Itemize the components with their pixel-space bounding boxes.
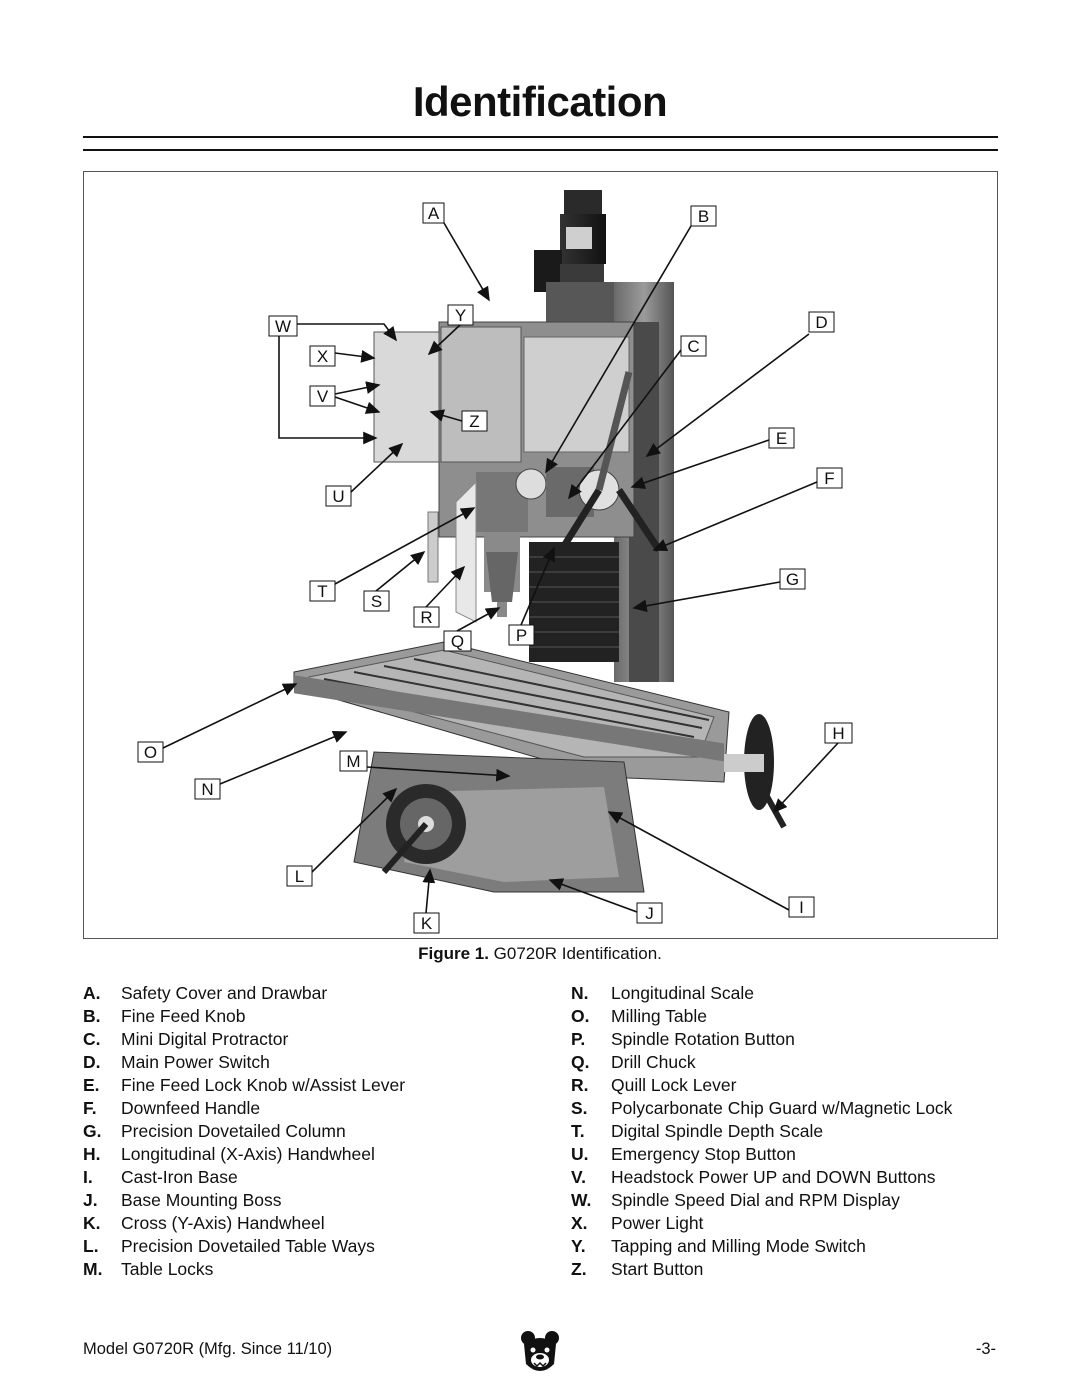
legend-item: B.Fine Feed Knob	[83, 1006, 246, 1026]
legend-item: T.Digital Spindle Depth Scale	[571, 1121, 824, 1141]
legend-item: L.Precision Dovetailed Table Ways	[83, 1236, 375, 1256]
callout-box-w	[268, 315, 298, 337]
callout-box-t	[309, 580, 336, 602]
callout-box-o	[137, 741, 164, 763]
callout-box-y	[447, 304, 474, 326]
legend-item: A.Safety Cover and Drawbar	[83, 983, 328, 1003]
callout-box-v	[309, 385, 336, 407]
legend-item: S.Polycarbonate Chip Guard w/Magnetic Lo…	[571, 1098, 953, 1118]
callout-label-v: V	[317, 387, 329, 406]
figure-box: A B C D E F G H I J	[83, 171, 998, 939]
callout-box-m	[339, 750, 368, 772]
callout-label-h: H	[832, 724, 844, 743]
callout-label-t: T	[317, 582, 327, 601]
callout-label-q: Q	[451, 632, 464, 651]
legend-item: X.Power Light	[571, 1213, 704, 1233]
callout-label-n: N	[201, 780, 213, 799]
callout-label-e: E	[776, 429, 787, 448]
legend-item: C.Mini Digital Protractor	[83, 1029, 289, 1049]
figure-caption: Figure 1. G0720R Identification.	[0, 944, 1080, 964]
callout-label-j: J	[645, 904, 654, 923]
callout-label-u: U	[332, 487, 344, 506]
callout-label-o: O	[144, 743, 157, 762]
callout-label-i: I	[799, 898, 804, 917]
callout-label-a: A	[428, 204, 440, 223]
legend-item: E.Fine Feed Lock Knob w/Assist Lever	[83, 1075, 406, 1095]
legend-item: W.Spindle Speed Dial and RPM Display	[571, 1190, 900, 1210]
title-rule-bottom	[83, 149, 998, 151]
figure-caption-text: G0720R Identification.	[488, 944, 662, 963]
legend-item: F.Downfeed Handle	[83, 1098, 261, 1118]
callout-label-k: K	[421, 914, 433, 933]
footer-model: Model G0720R (Mfg. Since 11/10)	[83, 1340, 333, 1358]
legend-item: O.Milling Table	[571, 1006, 707, 1026]
title-rule-top	[83, 136, 998, 138]
bear-head-logo-icon	[520, 1330, 560, 1381]
callout-box-c	[680, 335, 707, 357]
callout-box-b	[690, 205, 717, 227]
callout-box-g	[779, 568, 806, 590]
legend-item: Q.Drill Chuck	[571, 1052, 696, 1072]
mill-illustration: A B C D E F G H I J	[137, 190, 853, 934]
legend-item: H.Longitudinal (X-Axis) Handwheel	[83, 1144, 375, 1164]
page-number: -3-	[975, 1340, 996, 1358]
callout-box-e	[768, 427, 795, 449]
callout-label-d: D	[815, 313, 827, 332]
figure-caption-prefix: Figure 1.	[418, 944, 489, 963]
callout-box-j	[636, 902, 663, 924]
legend-item: J.Base Mounting Boss	[83, 1190, 282, 1210]
legend-item: K.Cross (Y-Axis) Handwheel	[83, 1213, 325, 1233]
legend-item: M.Table Locks	[83, 1259, 214, 1279]
legend-item: V.Headstock Power UP and DOWN Buttons	[571, 1167, 936, 1187]
callout-label-r: R	[420, 608, 432, 627]
callout-label-s: S	[371, 592, 382, 611]
legend-item: N.Longitudinal Scale	[571, 983, 755, 1003]
legend-right: N.Longitudinal Scale O.Milling Table P.S…	[571, 982, 952, 1281]
callout-label-x: X	[317, 347, 328, 366]
callout-box-d	[808, 311, 835, 333]
callout-label-l: L	[295, 867, 304, 886]
legend-item: Z.Start Button	[571, 1259, 704, 1279]
callout-label-w: W	[275, 317, 291, 336]
callout-label-p: P	[516, 626, 527, 645]
callout-box-a	[422, 202, 445, 224]
legend-item: Y.Tapping and Milling Mode Switch	[571, 1236, 866, 1256]
callout-label-g: G	[786, 570, 799, 589]
callout-box-h	[824, 722, 853, 744]
callout-label-z: Z	[469, 412, 479, 431]
legend-item: U.Emergency Stop Button	[571, 1144, 796, 1164]
callout-box-i	[788, 896, 815, 918]
callout-label-f: F	[824, 469, 834, 488]
callout-box-x	[309, 345, 336, 367]
page-title: Identification	[412, 78, 668, 125]
legend-left: A.Safety Cover and Drawbar B.Fine Feed K…	[83, 982, 405, 1281]
legend-item: P.Spindle Rotation Button	[571, 1029, 795, 1049]
callout-box-f	[816, 467, 843, 489]
callout-label-m: M	[346, 752, 360, 771]
callout-label-b: B	[698, 207, 709, 226]
callout-box-n	[194, 778, 221, 800]
callout-box-u	[325, 485, 352, 507]
callout-box-l	[286, 865, 313, 887]
callout-label-y: Y	[455, 306, 466, 325]
legend-item: G.Precision Dovetailed Column	[83, 1121, 346, 1141]
callout-label-c: C	[687, 337, 699, 356]
legend-item: D.Main Power Switch	[83, 1052, 270, 1072]
legend-item: I.Cast-Iron Base	[83, 1167, 238, 1187]
legend-item: R.Quill Lock Lever	[571, 1075, 737, 1095]
